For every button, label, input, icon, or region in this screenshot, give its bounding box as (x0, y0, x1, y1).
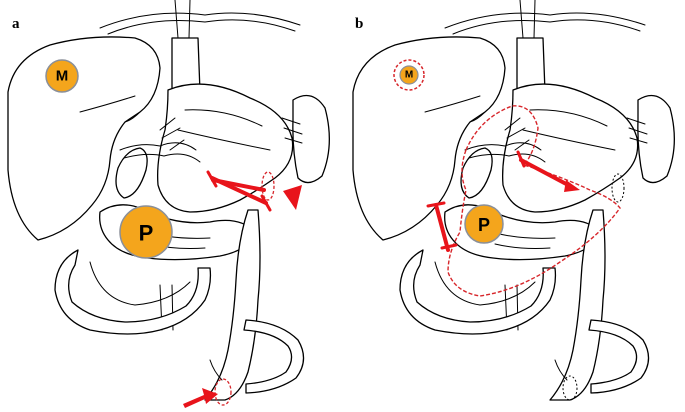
panel-b-dashed-ellipse-lower (562, 375, 578, 401)
panel-a-arrowhead-upper (283, 185, 302, 210)
panel-b-resection-lines (426, 150, 572, 252)
panel-b-label: b (355, 16, 363, 32)
panel-b-resection-region (447, 105, 621, 297)
panel-a-anatomy (7, 0, 330, 401)
panel-b-metastasis-margin (393, 59, 425, 91)
panel-a-primary-tumor-label: P (139, 221, 154, 246)
panel-b: b M P (352, 0, 675, 401)
panel-b-dashed-ellipse-upper (611, 173, 625, 203)
panel-a-metastasis-label: M (56, 68, 69, 85)
panel-a-primary-tumor-marker (119, 205, 173, 259)
panel-a-dashed-ellipse-lower (214, 378, 232, 406)
panel-a-label: a (12, 16, 20, 32)
panel-b-arrowhead (564, 180, 580, 192)
panel-a-resection-lines (206, 170, 272, 212)
panel-a-metastasis-marker (45, 59, 79, 93)
panel-a-arrow-lower (183, 388, 218, 408)
panel-b-metastasis-marker (399, 65, 419, 85)
panel-b-metastasis-label: M (405, 70, 413, 81)
panel-b-anatomy (352, 0, 675, 401)
panel-b-primary-tumor-marker (464, 204, 504, 244)
panel-b-primary-tumor-label: P (478, 215, 490, 235)
panel-a-dashed-ellipse-upper (261, 171, 275, 201)
panel-a: a M P (7, 0, 330, 408)
